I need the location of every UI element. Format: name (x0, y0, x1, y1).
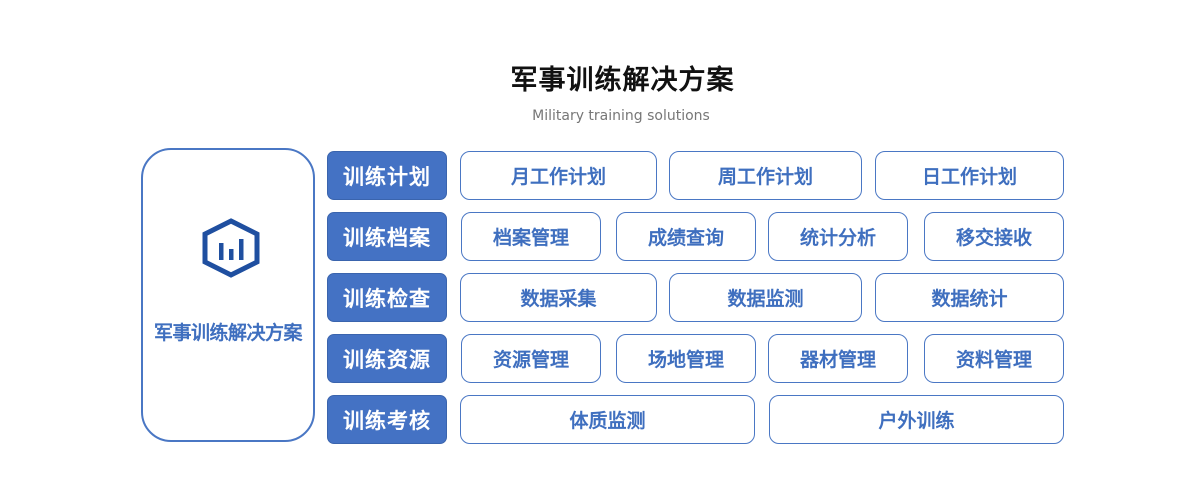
item-equipment-management: 器材管理 (768, 334, 908, 383)
item-monthly-plan: 月工作计划 (460, 151, 657, 200)
solution-label: 军事训练解决方案 (153, 322, 303, 344)
category-training-resources: 训练资源 (327, 334, 447, 383)
category-training-assessment: 训练考核 (327, 395, 447, 444)
page-subtitle: Military training solutions (532, 108, 710, 124)
category-training-plan: 训练计划 (327, 151, 447, 200)
category-training-archive: 训练档案 (327, 212, 447, 261)
item-data-monitoring: 数据监测 (669, 273, 862, 322)
item-data-statistics: 数据统计 (875, 273, 1064, 322)
item-transfer-receive: 移交接收 (924, 212, 1064, 261)
item-data-collection: 数据采集 (460, 273, 657, 322)
page-title: 军事训练解决方案 (510, 65, 735, 96)
item-archive-management: 档案管理 (461, 212, 601, 261)
solution-panel: 军事训练解决方案 (141, 148, 315, 442)
category-training-inspection: 训练检查 (327, 273, 447, 322)
item-fitness-monitoring: 体质监测 (460, 395, 755, 444)
item-outdoor-training: 户外训练 (769, 395, 1064, 444)
item-resource-management: 资源管理 (461, 334, 601, 383)
item-statistical-analysis: 统计分析 (768, 212, 908, 261)
item-weekly-plan: 周工作计划 (669, 151, 862, 200)
building-chart-icon (202, 218, 260, 278)
item-daily-plan: 日工作计划 (875, 151, 1064, 200)
item-venue-management: 场地管理 (616, 334, 756, 383)
item-material-management: 资料管理 (924, 334, 1064, 383)
item-score-query: 成绩查询 (616, 212, 756, 261)
